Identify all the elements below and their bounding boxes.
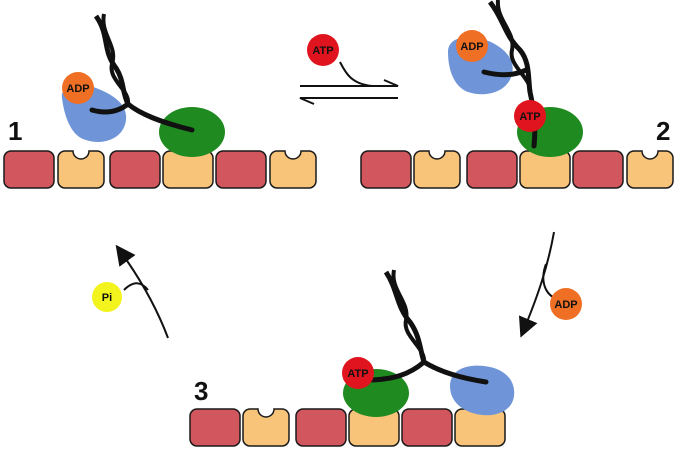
adp-molecule-2: ADP	[456, 30, 488, 62]
pi-molecule-released: Pi	[92, 282, 122, 312]
panel-3: ATP 3	[189, 269, 515, 447]
pi-label: Pi	[102, 292, 112, 304]
transition-2-to-3: ADP	[518, 231, 582, 338]
atp-label: ATP	[519, 111, 540, 123]
panel-2: ADP ATP 2	[360, 0, 674, 189]
atp-molecule-3: ATP	[342, 357, 374, 389]
panel-1: ADP 1	[3, 13, 317, 189]
atp-molecule-2: ATP	[514, 100, 546, 132]
myosin-head-blue-3	[450, 365, 515, 416]
actin-filament-1	[3, 150, 317, 189]
actin-filament-3	[189, 408, 506, 447]
myosin-neck-1	[89, 13, 195, 133]
atp-label: ATP	[347, 368, 368, 380]
myosin-neck-3	[363, 269, 489, 385]
atp-molecule-incoming: ATP	[307, 34, 339, 66]
adp-label: ADP	[460, 41, 483, 53]
adp-label: ADP	[66, 83, 89, 95]
equilibrium-arrows: ATP	[299, 34, 399, 105]
adp-label: ADP	[554, 299, 577, 311]
step-number-3: 3	[194, 376, 208, 406]
step-number-2: 2	[656, 116, 670, 146]
adp-molecule-released: ADP	[550, 288, 582, 320]
transition-3-to-1: Pi	[92, 244, 169, 339]
adp-molecule-1: ADP	[62, 72, 94, 104]
atp-label: ATP	[312, 45, 333, 57]
step-number-1: 1	[8, 116, 22, 146]
actin-filament-2	[360, 150, 674, 189]
